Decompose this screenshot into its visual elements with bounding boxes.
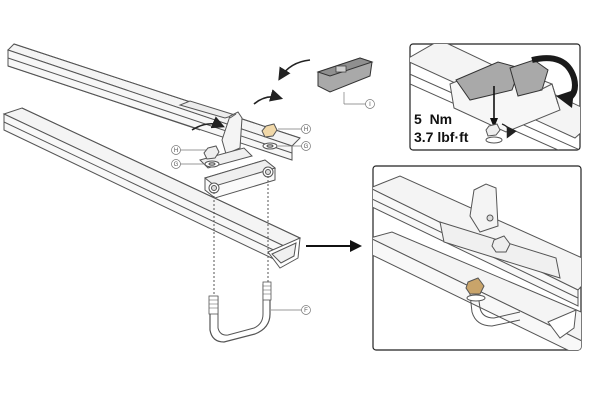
torque-metric: 5 Nm: [414, 111, 452, 127]
rotation-arrows: [191, 59, 311, 131]
torque-imperial: 3.7 lbf·ft: [414, 129, 469, 145]
pointer-arrow: [306, 240, 362, 252]
callouts-main: [171, 92, 375, 315]
callout-h-right: H: [304, 127, 308, 133]
nut-washer-left: [203, 145, 220, 168]
torque-inset: 5 Nm 3.7 lbf·ft: [409, 43, 581, 151]
callout-i: I: [369, 102, 371, 108]
u-bolt: [208, 176, 272, 343]
nut-washer-right: [261, 123, 278, 150]
cover-cap: [316, 57, 374, 93]
clamp-body: [199, 111, 277, 199]
main-exploded-view: [2, 43, 374, 343]
roof-rail: [7, 43, 301, 161]
callout-h-left: H: [174, 148, 178, 154]
callout-g-left: G: [174, 162, 179, 168]
callout-g-right: G: [304, 144, 309, 150]
callout-f: F: [304, 308, 308, 314]
assembled-detail-inset: [372, 165, 582, 351]
